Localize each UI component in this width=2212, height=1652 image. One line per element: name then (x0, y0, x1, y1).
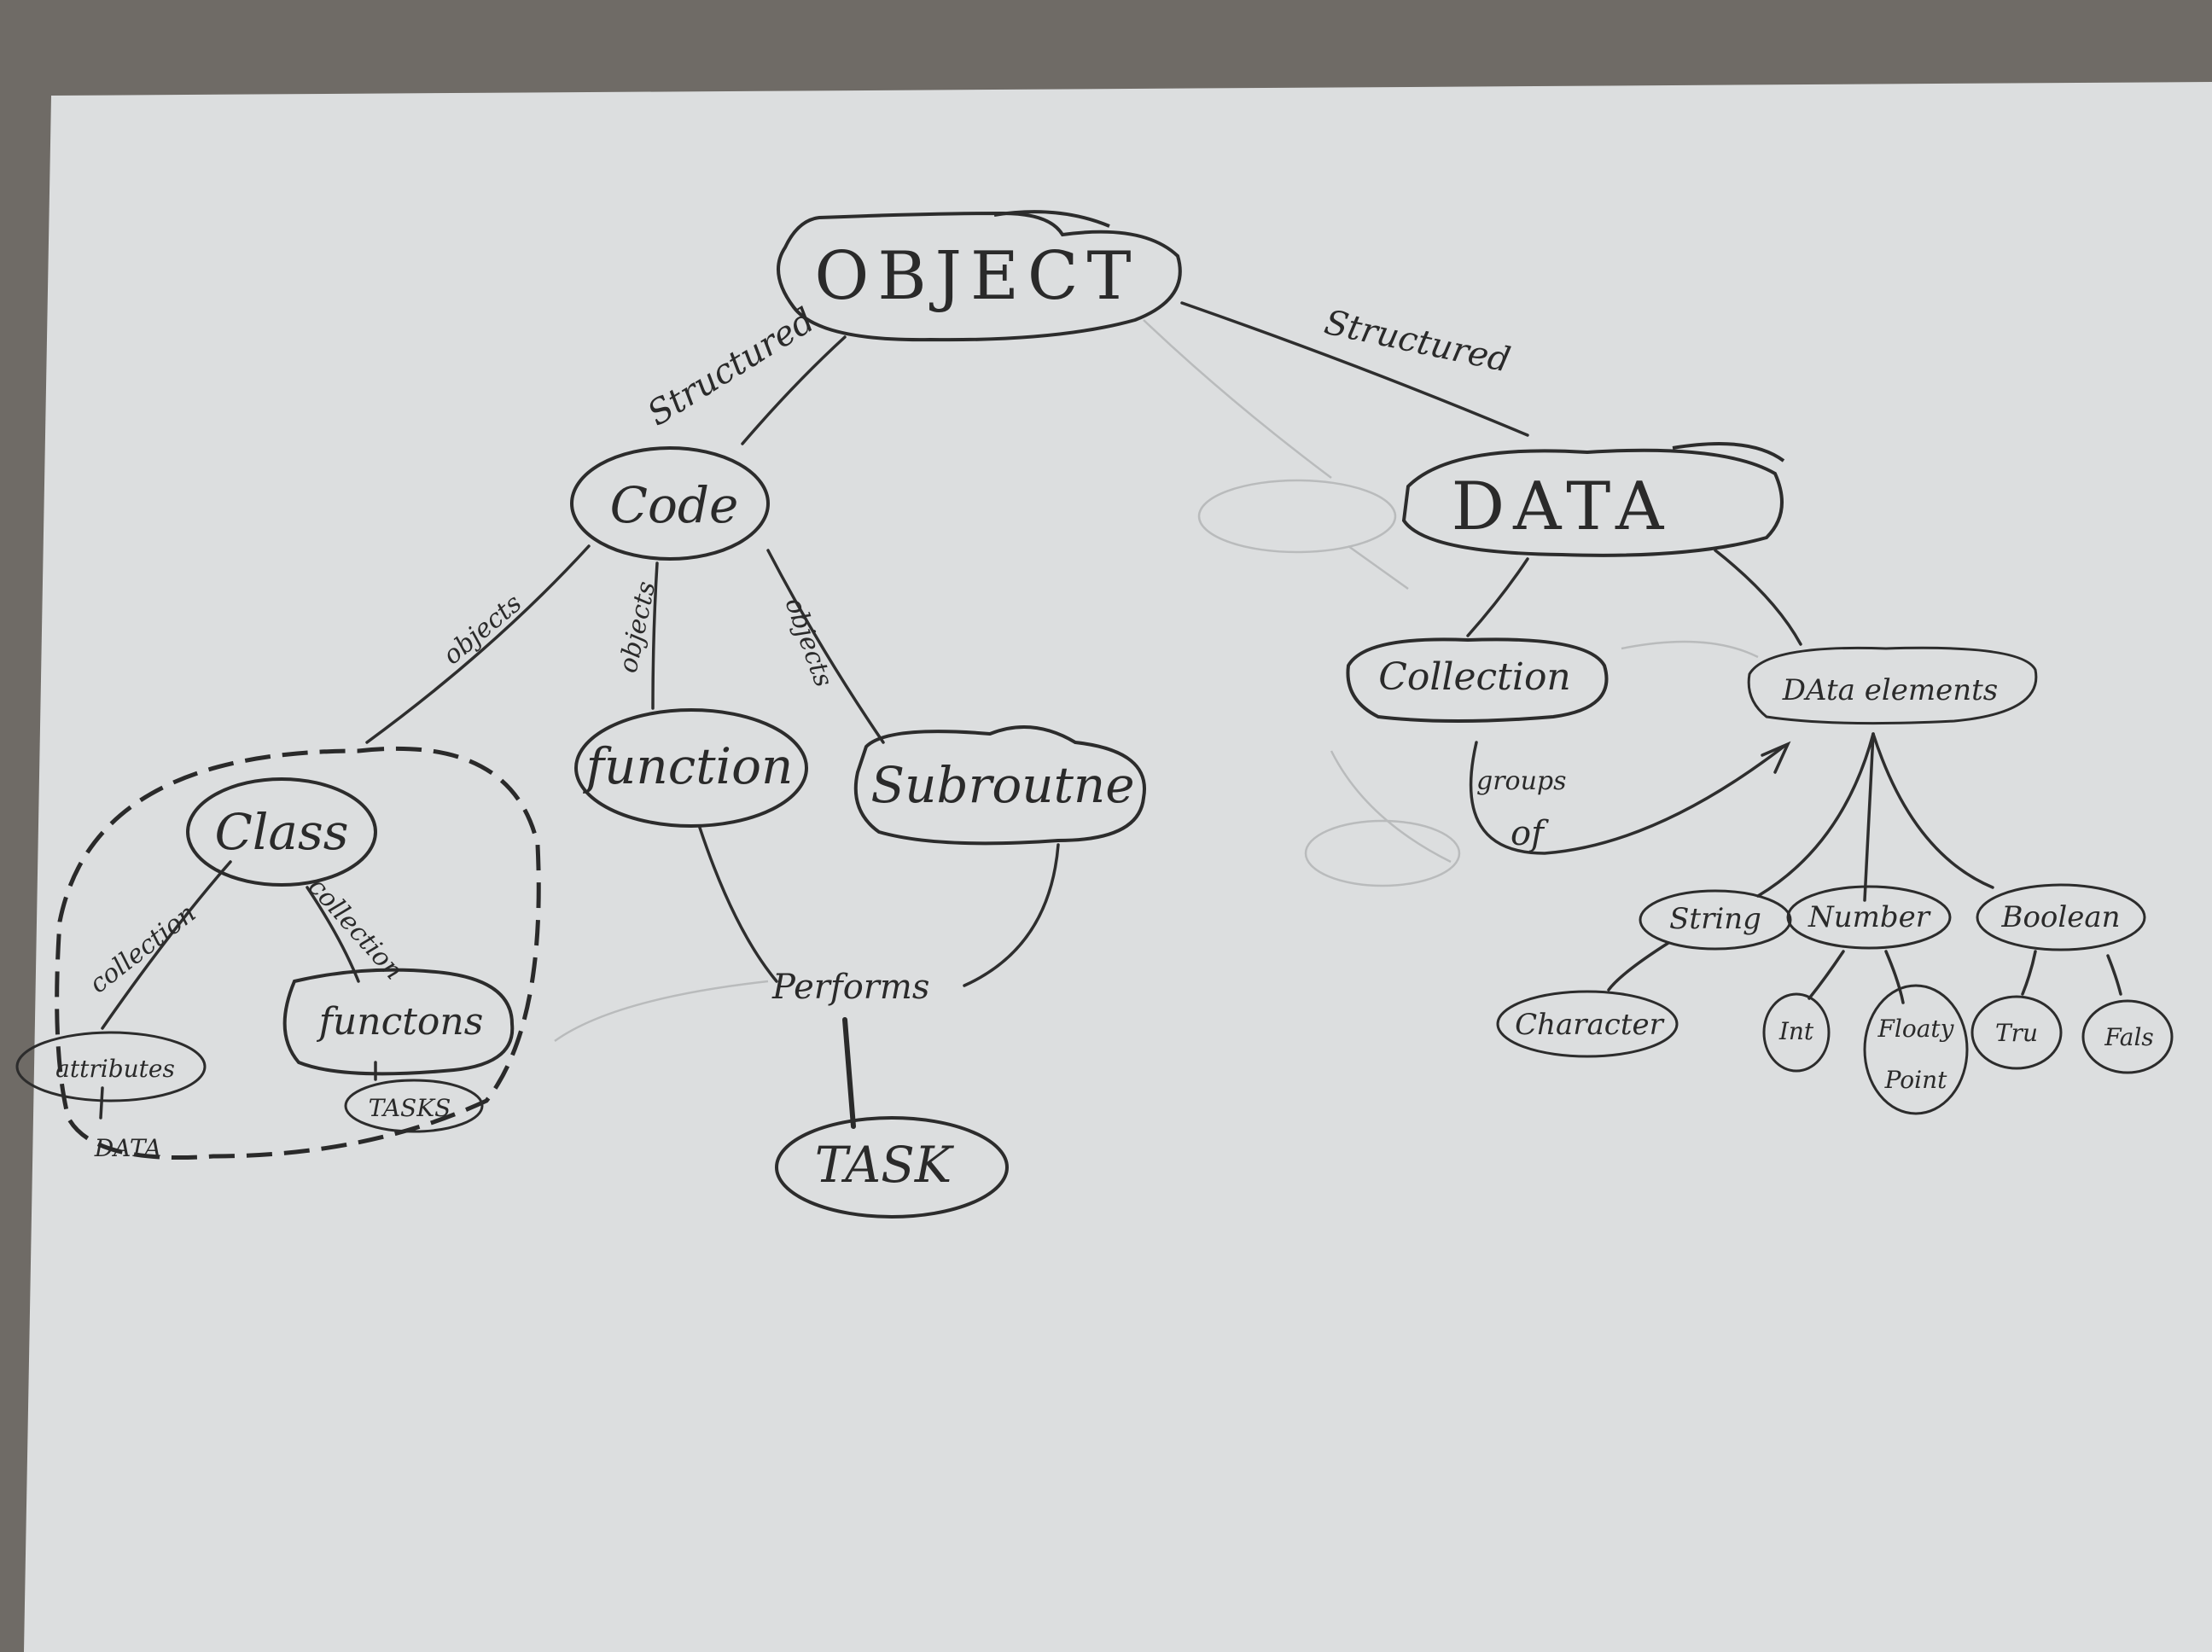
edge-attributes-data (99, 1086, 104, 1120)
edge-boolean-true (2021, 950, 2037, 996)
floating-point-label-1: Floaty (1877, 1015, 1954, 1043)
task-node-outline (775, 1116, 1009, 1219)
subroutine-label: Subroutne (870, 756, 1134, 814)
paper-sheet (24, 82, 2212, 1652)
class-boundary (55, 746, 541, 1160)
edge-dataelements-boolean (1871, 732, 1994, 889)
edge-code-subroutine (766, 549, 885, 744)
edge-number-float (1884, 950, 1905, 1004)
attributes-label: attributes (55, 1055, 175, 1083)
edge-class-attributes (101, 860, 232, 1030)
data-small-label: DATA (94, 1134, 162, 1162)
floating-point-label-2: Point (1884, 1066, 1948, 1094)
data-elements-node-outline (1747, 646, 2038, 725)
true-node-outline (1970, 995, 2063, 1070)
collection-label: Collection (1378, 655, 1571, 699)
edge-code-function (651, 561, 659, 710)
int-node-outline (1762, 992, 1831, 1073)
edge-string-character (1607, 941, 1670, 992)
edge-object-data (1180, 301, 1529, 437)
edge-object-code (741, 335, 847, 445)
number-label: Number (1807, 900, 1931, 934)
object-node-outline (777, 210, 1182, 342)
string-node-outline (1639, 889, 1792, 951)
edge-subroutine-performs (963, 843, 1060, 987)
node-shapes (15, 210, 2174, 1219)
edge-dataelements-number (1863, 732, 1875, 902)
performs-label: Performs (771, 968, 929, 1007)
class-label: Class (214, 803, 348, 861)
tasks-small-node-outline (344, 1079, 484, 1133)
arrowhead (1761, 741, 1791, 774)
character-node-outline (1496, 990, 1679, 1058)
edges (99, 301, 2122, 1129)
string-label: String (1669, 902, 1761, 936)
false-label: Fals (2104, 1023, 2154, 1051)
task-label: TASK (815, 1136, 955, 1194)
edge-function-performs (698, 826, 778, 983)
edge-groups-of-arrow (1469, 741, 1785, 855)
of-label: of (1511, 814, 1549, 853)
false-node-outline (2081, 999, 2174, 1074)
code-node-outline (570, 446, 770, 561)
number-node-outline (1786, 885, 1952, 950)
collection-node-outline (1346, 637, 1609, 723)
edge-code-class (365, 544, 591, 744)
edge-number-int (1807, 950, 1845, 1000)
attributes-node-outline (15, 1031, 207, 1102)
int-label: Int (1778, 1017, 1814, 1045)
edge-performs-task (842, 1017, 856, 1129)
character-label: Character (1515, 1008, 1665, 1042)
erased-pencil-marks (554, 319, 1759, 1043)
floating-point-node-outline (1863, 984, 1969, 1115)
boolean-node-outline (1976, 883, 2146, 951)
edge-data-dataelements (1714, 549, 1802, 646)
function-node-outline (574, 708, 808, 828)
functions-node-outline (282, 968, 515, 1076)
function-label: function (583, 737, 794, 795)
boolean-label: Boolean (2000, 900, 2120, 934)
class-node-outline (186, 777, 377, 887)
tasks-small-label: TASKS (369, 1094, 451, 1122)
subroutine-node-outline (853, 725, 1146, 846)
object-label: OBJECT (814, 238, 1139, 315)
functions-label: functons (317, 1000, 484, 1044)
edge-data-collection (1466, 557, 1529, 637)
edge-boolean-false (2106, 954, 2122, 996)
code-label: Code (610, 476, 739, 534)
groups-label: groups (1476, 766, 1567, 796)
data-node-outline (1401, 442, 1785, 557)
true-label: Tru (1995, 1019, 2038, 1047)
edge-dataelements-string (1756, 732, 1875, 898)
data-elements-label: DAta elements (1782, 673, 1998, 707)
data-label: DATA (1452, 468, 1673, 545)
